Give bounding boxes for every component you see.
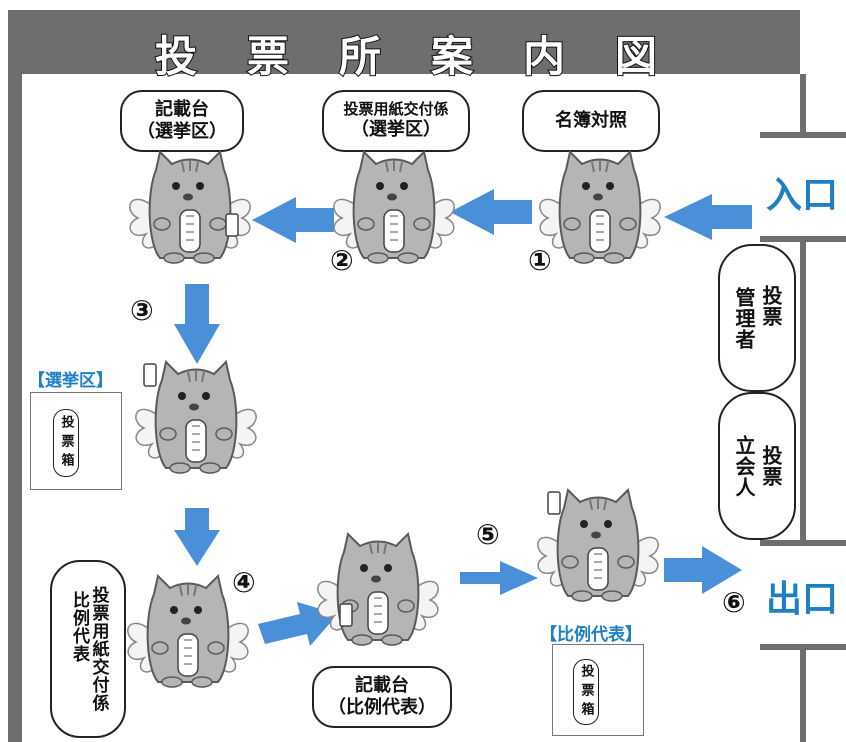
paper-icon [339,603,353,627]
official-kanrisha: 投票 管理者 [718,244,796,392]
arrow-3 [252,197,334,243]
arrow-4 [174,284,220,364]
desk-label: 投票用紙交付係 [88,586,109,712]
title-char: 内 [522,31,566,82]
desk-kofu-senkyoku: 投票用紙交付係 （選挙区） [322,90,470,152]
ballot-label-hirei: 【比例代表】 [540,625,642,645]
step-4: ④ [232,566,256,599]
title-bar: 投 票 所 案 内 図 [8,10,800,82]
official-label: 投票 [759,285,783,327]
mascot-kisaidai-senkyoku [128,151,252,264]
right-wall-middle [800,236,806,544]
official-label: 管理者 [732,286,756,350]
title-char: 図 [614,31,658,82]
arrow-8 [664,546,742,594]
ballot-box-senkyoku: 投票箱 [30,392,122,490]
arrow-6 [258,602,338,646]
desk-label: （比例代表） [328,697,436,718]
mascot-kofu-hirei [126,575,250,688]
title-char: 票 [246,31,290,82]
right-wall-bottom [800,644,806,742]
desk-label: 比例代表 [69,591,89,663]
title-char: 案 [430,31,474,82]
title-char: 所 [338,31,382,82]
ballot-box-hirei: 投票箱 [552,644,644,736]
entrance-wall-upper [760,132,846,138]
step-5: ⑤ [476,518,500,551]
left-wall [8,74,22,742]
entrance-label: 入口 [766,175,839,216]
desk-label: （選挙区） [351,119,441,141]
ballot-box-label: 投票箱 [573,659,599,725]
step-1: ① [528,244,552,277]
desk-label: 投票用紙交付係 [343,100,449,119]
arrow-5 [174,508,220,566]
arrow-7 [460,561,538,595]
mascot-kisaidai-hirei [316,533,440,646]
paper-icon [547,491,561,515]
desk-label: 名簿対照 [555,109,627,131]
mascot-meibo [538,151,662,264]
exit-label: 出口 [766,579,839,620]
step-6: ⑥ [722,586,746,619]
title-char: 投 [154,31,198,82]
paper-icon [225,213,239,237]
official-label: 立会人 [732,434,756,498]
exit-wall-upper [760,540,846,546]
paper-icon [143,363,157,387]
official-label: 投票 [759,445,783,487]
right-wall-top [800,74,806,136]
mascot-kofu-senkyoku [332,151,456,264]
desk-label: （選挙区） [137,121,227,142]
desk-kisaidai-senkyoku: 記載台 （選挙区） [120,90,244,152]
ballot-box-label: 投票箱 [53,409,79,477]
desk-label: 記載台 [355,674,409,696]
step-2: ② [330,244,354,277]
ballot-label-senkyoku: 【選挙区】 [28,371,113,391]
arrow-2 [450,189,532,235]
desk-kisaidai-hirei: 記載台 （比例代表） [312,666,452,728]
arrow-1 [664,194,752,240]
desk-kofu-hirei: 投票用紙交付係 比例代表 [50,560,126,738]
desk-meibo: 名簿対照 [522,90,660,152]
step-3: ③ [130,294,154,327]
official-tachiainin: 投票 立会人 [718,392,796,540]
desk-label: 記載台 [155,98,209,120]
